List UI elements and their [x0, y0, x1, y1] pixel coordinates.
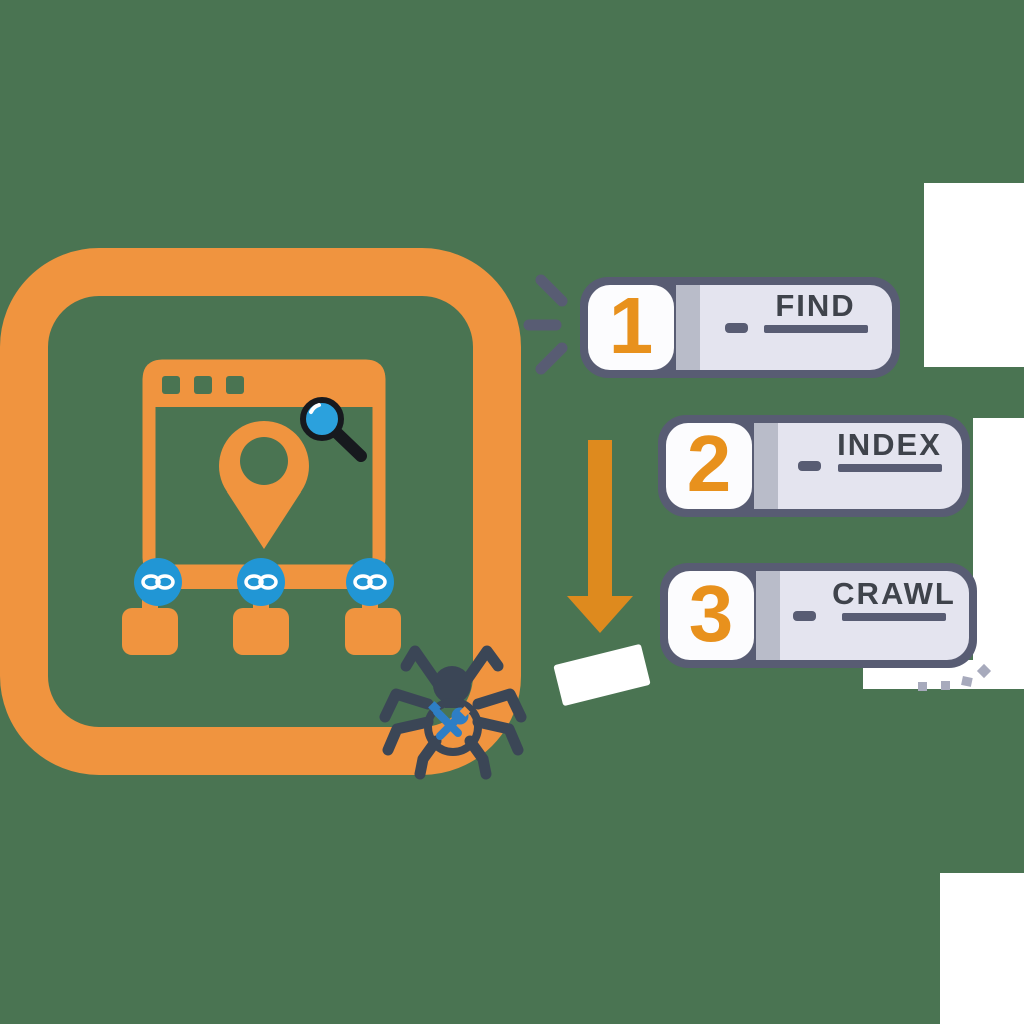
spider-head — [433, 666, 471, 704]
dash-icon — [724, 322, 748, 333]
wrench-screwdriver-icon — [428, 701, 471, 740]
chain-link-icon — [134, 558, 182, 606]
sitemap-links — [122, 558, 401, 655]
white-patch-right-band — [973, 418, 1024, 689]
step-badge-crawl: 3 CRAWL — [660, 563, 977, 668]
badge-shadow-strip — [754, 423, 778, 509]
step-badge-index: 2 INDEX — [658, 415, 970, 517]
badge-body: FIND — [700, 285, 892, 370]
label-underline — [842, 613, 946, 621]
step-number-box: 2 — [666, 423, 752, 509]
dotted-trail-icon — [918, 663, 992, 691]
step-number: 2 — [686, 419, 732, 508]
chain-link-icon — [346, 558, 394, 606]
spider-crawler-icon — [379, 645, 527, 780]
step-number-box: 3 — [668, 571, 754, 660]
white-patch-bottom-right — [940, 873, 1024, 1024]
label-underline — [763, 325, 868, 333]
white-note-shape — [553, 644, 651, 706]
badge-body: INDEX — [778, 423, 962, 509]
chain-link-icons — [134, 558, 394, 606]
step-label: FIND — [775, 288, 856, 323]
step-badge-find: 1 FIND — [580, 277, 900, 378]
step-number: 1 — [608, 280, 654, 370]
badge-shadow-strip — [756, 571, 780, 660]
label-underline — [837, 463, 942, 472]
step-number-box: 1 — [588, 285, 674, 370]
step-number: 3 — [688, 568, 734, 658]
website-frame-square — [0, 248, 521, 775]
emphasis-dashes-icon — [523, 274, 568, 375]
dash-icon — [798, 461, 822, 471]
chain-link-icon — [237, 558, 285, 606]
down-arrow-icon — [567, 440, 633, 633]
browser-window-icon — [142, 359, 386, 578]
dash-icon — [793, 610, 817, 621]
badge-body: CRAWL — [780, 571, 969, 660]
sitemap-page-squares — [122, 608, 401, 655]
white-patch-top-right — [924, 183, 1024, 367]
step-label: CRAWL — [832, 576, 956, 611]
magnifier-icon — [300, 397, 367, 462]
spider-abdomen-ring — [424, 698, 482, 756]
location-pin-icon — [219, 421, 309, 549]
step-label: INDEX — [837, 426, 942, 462]
badge-shadow-strip — [676, 285, 700, 370]
white-background-patches — [863, 183, 1024, 1024]
spider-legs — [379, 645, 527, 780]
window-control-squares — [162, 376, 244, 394]
